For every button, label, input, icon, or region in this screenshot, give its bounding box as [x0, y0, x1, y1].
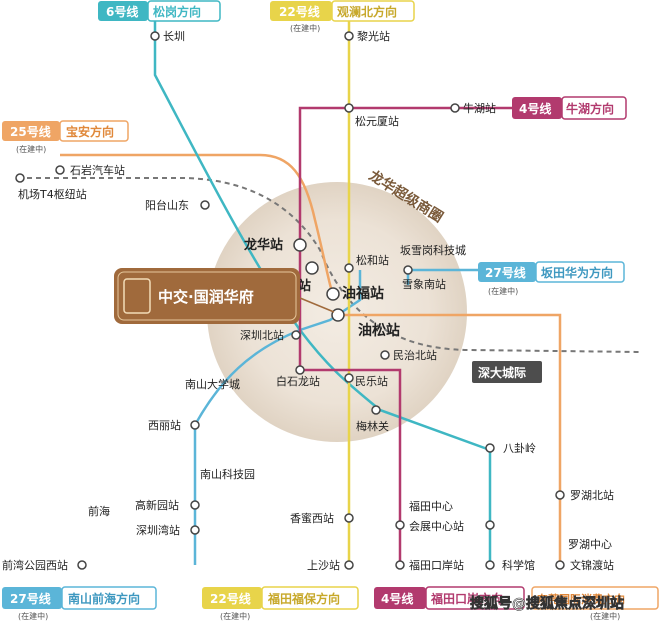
station-luohuzhongxin: 罗湖中心 [568, 538, 612, 551]
station-qianhai: 前海 [88, 504, 110, 518]
station-nanshankejiyuan: 南山科技园 [200, 467, 255, 481]
station-wenjindu: 文锦渡站 [570, 558, 614, 572]
line-25-route [60, 153, 337, 301]
tag-line6-dir: 松岗方向 [153, 4, 201, 19]
station-shenzhenwan: 深圳湾站 [136, 523, 180, 537]
station-yangtaishandong: 阳台山东 [145, 198, 189, 212]
intercity-line [18, 177, 641, 353]
tag-line22n-num: 22号线 [279, 4, 320, 19]
tag-line27s-note: (在建中) [18, 611, 48, 621]
tag-line4n-num: 4号线 [519, 101, 551, 116]
tag-line22n-dir: 观澜北方向 [337, 4, 397, 19]
tag-line25-num: 25号线 [10, 124, 51, 139]
tag-line27e: 27号线 坂田华为方向 (在建中) [478, 261, 625, 296]
tag-line4s: 4号线 福田口岸方向 [374, 586, 525, 610]
tag-transfer: 东莞国际消费方向 (在建中) [531, 586, 659, 621]
station-bantian: 坂雪岗科技城 [400, 243, 466, 257]
tag-line22n: 22号线 观澜北方向 (在建中) [270, 0, 415, 33]
tag-line27e-note: (在建中) [488, 286, 518, 296]
station-youfu: 油福站 [342, 285, 384, 302]
station-longhua: 龙华站 [244, 237, 283, 253]
tag-line22n-note: (在建中) [290, 23, 320, 33]
station-yousong: 油松站 [358, 322, 400, 339]
station-kexueguan: 科学馆 [502, 558, 535, 572]
tag-line27s-num: 27号线 [10, 591, 51, 606]
intercity-badge: 深大城际 [472, 361, 542, 383]
station-qianwangongyuanxi: 前湾公园西站 [2, 558, 68, 572]
station-songyuansha: 松元厦站 [355, 114, 399, 128]
station-meilinguan: 梅林关 [356, 419, 389, 433]
intercity-label: 深大城际 [478, 365, 526, 380]
tag-line27s: 27号线 南山前海方向 (在建中) [2, 586, 157, 621]
project-label: 中交·国润华府 [158, 288, 254, 306]
station-shangsha: 上沙站 [307, 558, 340, 572]
station-xiangmixi: 香蜜西站 [290, 511, 334, 525]
station-changzhen: 长圳 [163, 30, 185, 43]
tag-line25: 25号线 宝安方向 (在建中) [2, 120, 129, 154]
station-gaoxinyuan: 高新园站 [135, 498, 179, 512]
line-dongguan-route [340, 313, 562, 565]
tag-line25-dir: 宝安方向 [66, 124, 114, 139]
tag-line27e-num: 27号线 [485, 265, 526, 280]
tag-line4n: 4号线 牛湖方向 [512, 96, 627, 120]
station-bagualing: 八卦岭 [503, 441, 536, 455]
station-markers [15, 31, 565, 570]
station-minzhibei: 民治北站 [393, 348, 437, 362]
station-liguang: 黎光站 [357, 29, 390, 43]
project-marker: 中交·国润华府 [114, 268, 335, 324]
station-huizhanzhongxin: 会展中心站 [409, 519, 464, 533]
tag-line22s-dir: 福田福保方向 [267, 591, 340, 606]
tag-line4n-dir: 牛湖方向 [566, 101, 614, 116]
station-shenzhenbei: 深圳北站 [240, 328, 284, 342]
tag-line22s: 22号线 福田福保方向 (在建中) [202, 586, 359, 621]
station-nanshandaxuecheng: 南山大学城 [185, 377, 240, 391]
station-jichangt4: 机场T4枢纽站 [18, 187, 87, 201]
watermark: 搜狐号@搜狐焦点深圳站 [470, 595, 624, 612]
station-niuhu: 牛湖站 [463, 101, 496, 115]
station-futianzhongxin: 福田中心 [409, 499, 453, 513]
station-songhe: 松和站 [356, 253, 389, 267]
tag-line25-note: (在建中) [16, 144, 46, 154]
station-xuexiangnan: 雪象南站 [402, 277, 446, 291]
tag-line4s-dir: 福田口岸方向 [430, 591, 503, 606]
station-luohubei: 罗湖北站 [570, 488, 614, 502]
station-shiyanqiche: 石岩汽车站 [70, 163, 125, 177]
tag-line22s-num: 22号线 [210, 591, 251, 606]
tag-line6: 6号线 松岗方向 [98, 0, 221, 22]
tag-transfer-note: (在建中) [590, 611, 620, 621]
station-baishilong: 白石龙站 [276, 374, 320, 388]
tag-line27e-dir: 坂田华为方向 [541, 265, 613, 280]
station-minle: 民乐站 [355, 374, 388, 388]
project-logo-icon [123, 278, 151, 314]
tag-line6-num: 6号线 [106, 4, 138, 19]
tag-line22s-note: (在建中) [220, 611, 250, 621]
tag-line27s-dir: 南山前海方向 [68, 591, 140, 606]
station-futiankouan: 福田口岸站 [409, 558, 464, 572]
tag-transfer-dir: 东莞国际消费方向 [537, 592, 625, 606]
tag-line4s-num: 4号线 [381, 591, 413, 606]
station-xili: 西丽站 [148, 418, 181, 432]
